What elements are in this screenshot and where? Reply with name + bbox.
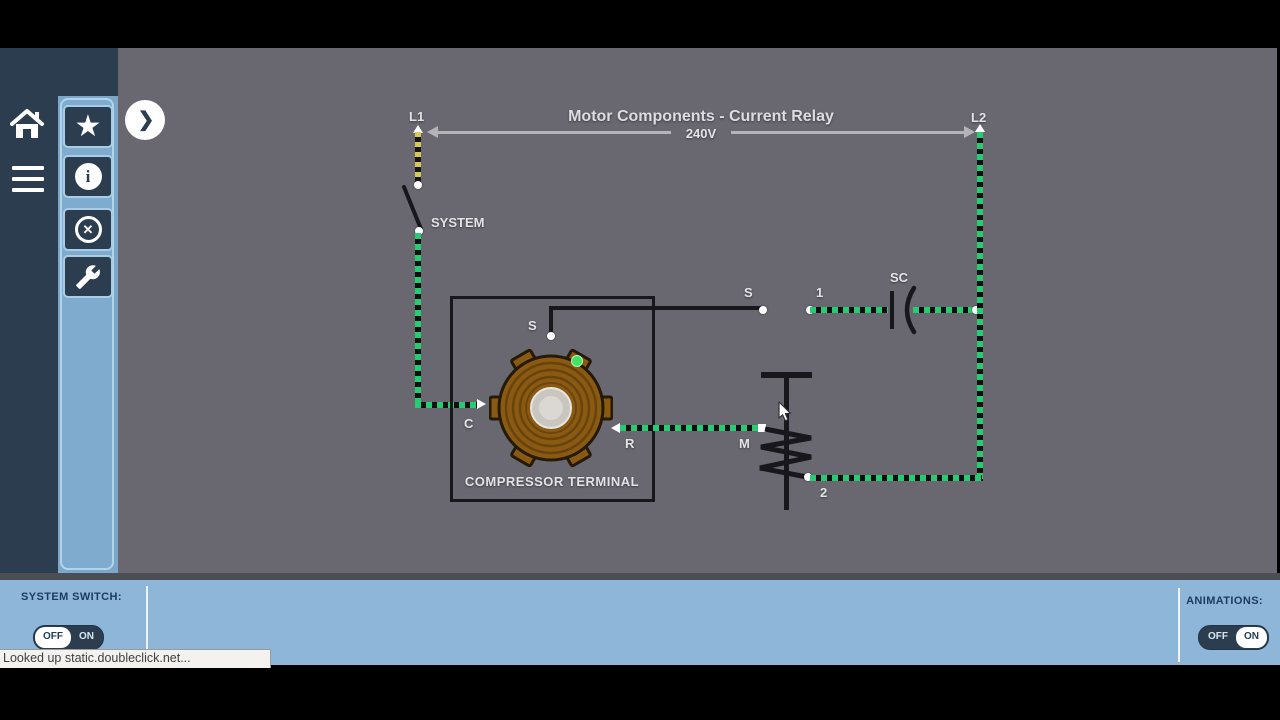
sidebar: [0, 48, 58, 573]
system-switch-on[interactable]: ON: [79, 631, 94, 642]
close-button[interactable]: ✕: [63, 208, 113, 251]
status-text: Looked up static.doubleclick.net...: [3, 651, 191, 665]
m-terminal-label: M: [739, 436, 750, 451]
wire-s: [551, 306, 763, 310]
animations-caption: ANIMATIONS:: [1186, 595, 1263, 607]
motor-rotor: [489, 348, 613, 468]
wire-r-to-m: [620, 425, 762, 431]
home-icon: [10, 109, 44, 138]
animations-on[interactable]: ON: [1236, 627, 1267, 648]
star-icon: ★: [74, 109, 102, 143]
system-switch-toggle[interactable]: OFF ON: [33, 625, 104, 650]
c-terminal-label: C: [464, 416, 474, 431]
m-terminal-dot: [758, 424, 766, 432]
coil-end-dot: [804, 473, 812, 481]
menu-icon: [12, 177, 44, 181]
menu-icon: [12, 166, 44, 170]
wrench-icon: [76, 264, 100, 289]
wire-to-c: [415, 233, 421, 405]
wire-s: [549, 306, 553, 336]
favorites-button[interactable]: ★: [63, 105, 113, 148]
footer-divider: [146, 586, 148, 662]
r-terminal-label: R: [625, 436, 635, 451]
arrowhead: [427, 126, 438, 138]
sidebar-panel-header: ❯: [58, 48, 165, 140]
home-button[interactable]: [8, 106, 46, 142]
connection-dot: [972, 306, 980, 314]
connection-dot: [415, 227, 423, 235]
voltage-span-line: [731, 131, 965, 134]
wire-2-to-l2: [810, 475, 982, 481]
system-switch-caption: SYSTEM SWITCH:: [21, 591, 122, 603]
info-icon: i: [74, 163, 102, 190]
l1-label: L1: [409, 109, 425, 124]
animations-toggle[interactable]: OFF ON: [1198, 625, 1269, 650]
animations-off[interactable]: OFF: [1208, 631, 1228, 642]
arrowhead: [964, 126, 975, 138]
arrowhead: [611, 423, 620, 433]
expand-button[interactable]: ❯: [125, 100, 165, 140]
s-contact-label: S: [744, 285, 753, 300]
wire-l1: [415, 132, 421, 186]
expand-arrow-icon: ❯: [137, 109, 155, 131]
motor-indicator-dot: [571, 355, 583, 367]
diagram-title: Motor Components - Current Relay: [568, 108, 834, 125]
contact-2-label: 2: [820, 485, 828, 500]
tools-button[interactable]: [63, 255, 113, 298]
footer-divider: [1178, 588, 1180, 662]
diagram-canvas: [0, 48, 1280, 573]
mouse-cursor: [778, 401, 792, 422]
wire-sc-to-l2: [913, 307, 979, 313]
relay-coil: [759, 426, 812, 480]
voltage-label: 240V: [685, 126, 717, 141]
contact-1-label: 1: [816, 285, 824, 300]
arrowhead: [477, 399, 486, 409]
s-terminal-dot: [547, 332, 555, 340]
compressor-terminal-label: COMPRESSOR TERMINAL: [464, 474, 640, 489]
sidebar-tool-panel: ★ i ✕: [58, 96, 118, 573]
browser-status-bar: Looked up static.doubleclick.net...: [0, 649, 271, 668]
wire-to-c: [415, 402, 477, 408]
capacitor-curved-plate: [904, 285, 917, 335]
connection-dot: [414, 181, 422, 189]
system-switch-off[interactable]: OFF: [35, 627, 71, 648]
canvas-right-edge: [1277, 48, 1280, 573]
menu-button[interactable]: [12, 166, 44, 192]
wire-l2: [977, 132, 983, 481]
s-terminal-label: S: [528, 318, 537, 333]
l2-label: L2: [971, 110, 987, 125]
footer-toolbar: SYSTEM SWITCH: OFF ON ANIMATIONS: OFF ON: [0, 580, 1280, 665]
system-switch-label: SYSTEM: [431, 215, 485, 230]
system-switch-blade[interactable]: [400, 183, 426, 233]
footer-border: [0, 573, 1280, 580]
compressor-terminal-box: [450, 296, 655, 502]
arrowhead: [975, 124, 985, 132]
menu-icon: [12, 188, 44, 192]
relay-contact-dot: [759, 306, 767, 314]
arrowhead: [413, 125, 423, 133]
wire-1-to-sc: [810, 307, 888, 313]
close-icon: ✕: [74, 216, 102, 243]
info-button[interactable]: i: [63, 155, 113, 198]
sc-label: SC: [890, 270, 909, 285]
voltage-span-line: [437, 131, 671, 134]
capacitor-plate: [890, 291, 894, 329]
